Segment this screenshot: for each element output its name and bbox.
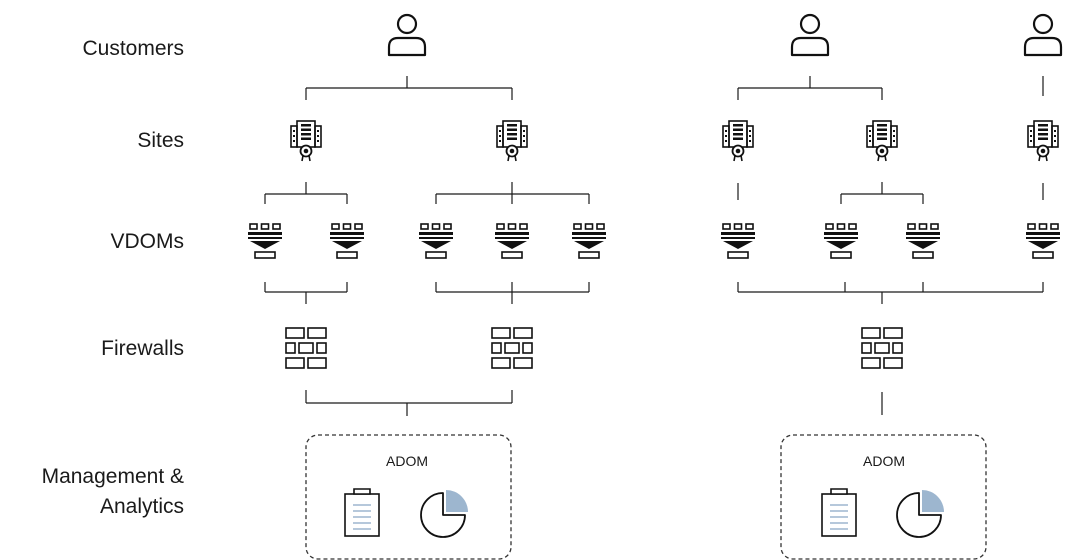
row-label-vdoms: VDOMs xyxy=(111,230,185,253)
firewall-3-icon xyxy=(861,327,903,369)
row-label-firewalls: Firewalls xyxy=(101,337,184,360)
adom-box-2: ADOM xyxy=(780,434,987,560)
adom-2-pie-chart-icon xyxy=(896,489,945,538)
connector-lines xyxy=(264,76,1044,416)
vdom-8-icon xyxy=(905,223,941,259)
adom-2-clipboard-icon xyxy=(821,488,857,537)
vdom-5-icon xyxy=(571,223,607,259)
row-label-sites: Sites xyxy=(137,129,184,152)
site-3-building-icon xyxy=(722,120,754,162)
vdom-2-icon xyxy=(329,223,365,259)
customer-3-user-icon xyxy=(1023,13,1063,57)
vdom-3-icon xyxy=(418,223,454,259)
site-4-building-icon xyxy=(866,120,898,162)
site-5-building-icon xyxy=(1027,120,1059,162)
vdom-7-icon xyxy=(823,223,859,259)
site-1-building-icon xyxy=(290,120,322,162)
vdom-6-icon xyxy=(720,223,756,259)
site-2-building-icon xyxy=(496,120,528,162)
adom-1-clipboard-icon xyxy=(344,488,380,537)
row-label-customers: Customers xyxy=(82,37,184,60)
row-label-analytics: Analytics xyxy=(100,495,184,518)
row-label-management: Management & xyxy=(42,465,184,488)
adom-1-pie-chart-icon xyxy=(420,489,469,538)
adom-2-label: ADOM xyxy=(863,453,905,469)
vdom-4-icon xyxy=(494,223,530,259)
vdom-1-icon xyxy=(247,223,283,259)
customer-1-user-icon xyxy=(387,13,427,57)
vdom-9-icon xyxy=(1025,223,1061,259)
adom-1-label: ADOM xyxy=(386,453,428,469)
adom-box-1: ADOM xyxy=(305,434,512,560)
customer-2-user-icon xyxy=(790,13,830,57)
firewall-1-icon xyxy=(285,327,327,369)
firewall-2-icon xyxy=(491,327,533,369)
